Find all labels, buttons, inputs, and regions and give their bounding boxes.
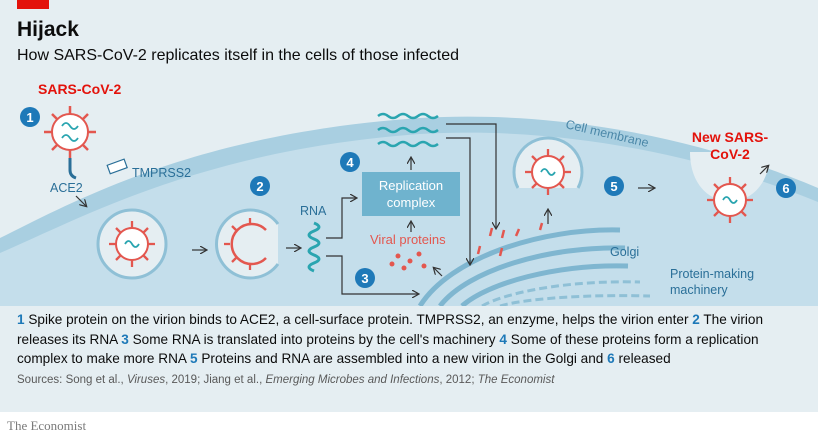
sources-note: Sources: Song et al., Viruses, 2019; Jia… — [17, 374, 554, 386]
caption-step-text: Spike protein on the virion binds to ACE… — [24, 312, 693, 327]
svg-text:4: 4 — [346, 155, 354, 170]
replication-complex-label-1: Replication — [379, 178, 443, 193]
step-badge-1: 1 — [20, 107, 40, 127]
arrow-rna-to-golgi — [446, 123, 496, 228]
rna-strand — [307, 221, 321, 273]
arrow-proteins-up — [434, 268, 443, 277]
caption-step-num: 1 — [17, 312, 25, 327]
chart-title: Hijack — [17, 18, 79, 41]
publisher-footer: The Economist — [7, 418, 87, 433]
arrow-entry — [75, 195, 86, 206]
caption-step-text: The virion releases its RNA — [17, 312, 764, 347]
rna-label: RNA — [300, 204, 327, 218]
svg-text:6: 6 — [782, 181, 789, 196]
caption-step-num: 2 — [692, 312, 700, 327]
ace2-label: ACE2 — [50, 181, 83, 195]
caption-step-num: 4 — [499, 331, 507, 347]
step-badge-6: 6 — [776, 178, 796, 198]
ace2-receptor — [68, 158, 77, 180]
protein-machinery-label-1: Protein-making — [670, 267, 754, 281]
protein-machinery-label-2: machinery — [670, 283, 728, 297]
arrow-rna-to-golgi-2 — [446, 137, 470, 264]
source-journal: Viruses — [126, 374, 166, 386]
viral-protein-dots — [389, 251, 427, 271]
step-badge-2: 2 — [250, 176, 270, 196]
protein-machinery — [481, 280, 651, 306]
step-badge-4: 4 — [340, 152, 360, 172]
step-badge-3: 3 — [355, 268, 375, 288]
arrow-exit — [759, 166, 768, 175]
caption-step-num: 3 — [121, 331, 129, 347]
golgi-label: Golgi — [610, 245, 639, 259]
cell-cytoplasm — [0, 132, 818, 306]
chart-subtitle: How SARS-CoV-2 replicates itself in the … — [17, 47, 459, 64]
arrow-rna-to-complex — [326, 198, 356, 239]
svg-text:5: 5 — [610, 179, 617, 194]
svg-text:2: 2 — [256, 179, 263, 194]
viral-proteins-label: Viral proteins — [370, 232, 446, 247]
vesicle-with-virion — [96, 208, 168, 280]
virus-label: SARS-CoV-2 — [38, 81, 121, 97]
new-virus-label-2: CoV-2 — [710, 146, 750, 162]
opened-vesicle — [215, 208, 280, 280]
svg-text:1: 1 — [26, 110, 33, 125]
tmprss2-enzyme — [106, 158, 128, 175]
brand-red-tab — [17, 0, 49, 9]
source-journal: The Economist — [477, 374, 555, 386]
step-badge-5: 5 — [604, 176, 624, 196]
arrow-rna-to-proteins — [326, 255, 418, 294]
caption-step-text: released — [614, 351, 671, 366]
budding-virion — [512, 136, 584, 195]
replication-complex-label-2: complex — [387, 195, 436, 210]
virion-incoming — [44, 106, 96, 158]
caption-step-num: 5 — [190, 351, 198, 366]
tmprss2-label: TMPRSS2 — [132, 166, 191, 180]
new-virion — [707, 177, 753, 223]
source-journal: Emerging Microbes and Infections — [265, 374, 440, 386]
sources-text: , 2012; — [439, 374, 478, 386]
caption-step-text: Proteins and RNA are assembled into a ne… — [197, 351, 608, 366]
caption-step-text: Some RNA is translated into proteins by … — [128, 331, 500, 347]
golgi-spike-proteins — [476, 222, 544, 257]
caption-step-text: Some of these proteins form a replicatio… — [17, 331, 759, 367]
release-pocket — [690, 152, 770, 202]
caption: 1 Spike protein on the virion binds to A… — [17, 310, 807, 369]
new-virus-label-1: New SARS- — [692, 129, 769, 145]
new-rna-strands — [377, 112, 439, 148]
sources-text: , 2019; Jiang et al., — [165, 374, 266, 386]
sources-prefix: Sources: Song et al., — [17, 374, 127, 386]
replication-complex-box — [362, 172, 460, 216]
svg-text:3: 3 — [361, 271, 368, 286]
replication-diagram: Cell membrane SARS-CoV-2 1 TMPRSS2 ACE2 … — [0, 81, 818, 306]
caption-step-num: 6 — [607, 351, 615, 366]
